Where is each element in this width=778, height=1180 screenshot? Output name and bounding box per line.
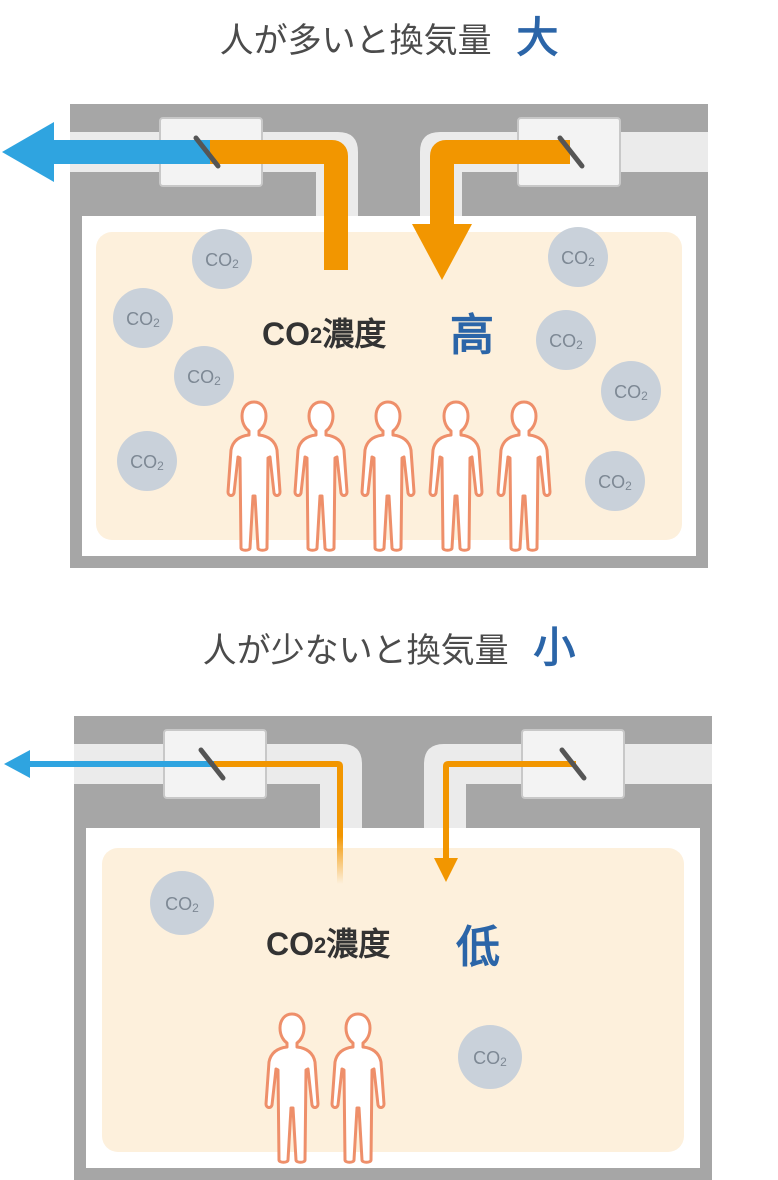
indoor-air-supply-flow <box>443 761 576 862</box>
heading-accent: 大 <box>516 13 558 62</box>
co2-bubbles: CO2 CO2 <box>150 871 522 1089</box>
svg-text:CO2: CO2 <box>598 472 632 493</box>
panel-few-people: 人が少ないと換気量 小 CO2 CO2 CO2濃度 低 <box>4 623 776 1180</box>
indoor-air-exhaust-flow <box>214 761 343 884</box>
svg-text:CO2: CO2 <box>614 382 648 403</box>
co2-bubble: CO2 <box>458 1025 522 1089</box>
panel-heading: 人が少ないと換気量 小 <box>203 623 576 672</box>
panel-many-people: 人が多いと換気量 大 CO2 CO2 CO2 CO2 CO2 CO <box>2 13 756 568</box>
panel-heading: 人が多いと換気量 大 <box>220 13 559 62</box>
co2-bubble: CO2 <box>113 288 173 348</box>
svg-text:CO2: CO2 <box>130 452 164 473</box>
co2-bubble: CO2 <box>150 871 214 935</box>
room-interior <box>102 848 684 1152</box>
co2-concentration-value: 高 <box>450 310 494 361</box>
co2-bubble: CO2 <box>192 229 252 289</box>
indoor-air-exhaust-flow <box>210 140 348 270</box>
exhaust-damper <box>193 135 221 169</box>
heading-accent: 小 <box>533 623 575 672</box>
heading-text: 人が少ないと換気量 <box>203 631 509 671</box>
co2-bubble: CO2 <box>117 431 177 491</box>
co2-bubble: CO2 <box>601 361 661 421</box>
indoor-air-supply-arrowhead <box>412 224 472 280</box>
heading-text: 人が多いと換気量 <box>220 21 492 61</box>
outdoor-air-out-arrowhead <box>4 750 30 778</box>
outdoor-air-out-arrowhead <box>2 122 54 182</box>
co2-bubble: CO2 <box>548 227 608 287</box>
exhaust-damper <box>198 747 226 781</box>
svg-text:CO2: CO2 <box>126 309 160 330</box>
co2-bubble: CO2 <box>585 451 645 511</box>
co2-bubbles: CO2 CO2 CO2 CO2 CO2 CO2 CO2 CO2 <box>113 227 661 511</box>
svg-text:CO2: CO2 <box>549 331 583 352</box>
co2-concentration-label: CO2濃度 <box>262 316 386 352</box>
indoor-air-supply-arrowhead <box>434 858 458 882</box>
indoor-air-supply-flow <box>430 140 570 230</box>
supply-damper <box>557 135 585 169</box>
co2-concentration-label: CO2濃度 <box>266 926 390 962</box>
svg-text:CO2: CO2 <box>473 1048 507 1069</box>
svg-text:CO2: CO2 <box>561 248 595 269</box>
co2-bubble: CO2 <box>174 346 234 406</box>
svg-text:CO2: CO2 <box>187 367 221 388</box>
svg-text:CO2: CO2 <box>165 894 199 915</box>
co2-bubble: CO2 <box>536 310 596 370</box>
svg-text:CO2: CO2 <box>205 250 239 271</box>
co2-concentration-value: 低 <box>456 922 500 973</box>
supply-damper <box>559 747 587 781</box>
